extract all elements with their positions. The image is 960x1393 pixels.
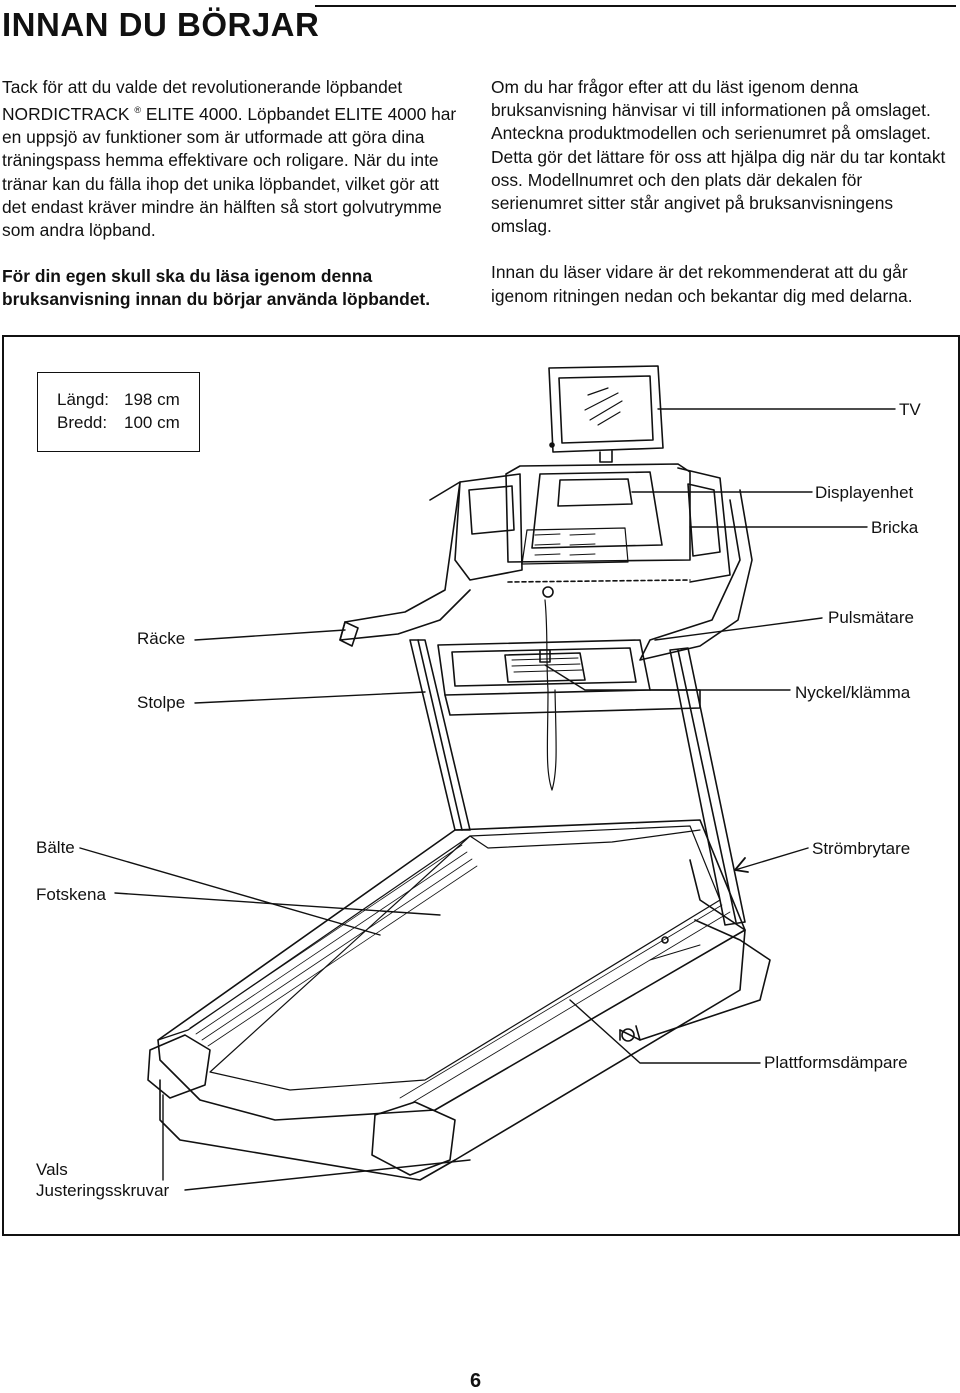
heading-rule xyxy=(315,5,956,7)
width-row: Bredd: 100 cm xyxy=(57,413,180,433)
label-tray: Bricka xyxy=(871,518,919,537)
intro-paragraph: Tack för att du valde det revolutioneran… xyxy=(2,76,467,242)
label-pulse: Pulsmätare xyxy=(828,608,914,627)
length-value: 198 cm xyxy=(124,390,180,409)
tv-drawing xyxy=(548,365,664,463)
label-upright: Stolpe xyxy=(137,693,186,712)
label-platform-damper: Plattformsdämpare xyxy=(764,1053,908,1072)
console-drawing xyxy=(454,463,731,583)
questions-paragraph: Om du har frågor efter att du läst igeno… xyxy=(491,77,946,237)
safety-key-cord xyxy=(544,599,557,791)
treadmill-figure-frame xyxy=(2,335,960,1236)
safety-notice: För din egen skull ska du läsa igenom de… xyxy=(2,266,431,310)
width-value: 100 cm xyxy=(124,413,180,432)
deck-drawing xyxy=(147,819,771,1181)
label-handrail: Räcke xyxy=(137,629,186,648)
page-number: 6 xyxy=(470,1370,482,1392)
intro-column-right: Om du har frågor efter att du läst igeno… xyxy=(491,76,957,331)
intro-text-rest: ELITE 4000. Löpbandet ELITE 4000 har en … xyxy=(2,104,457,241)
label-foot-rail: Fotskena xyxy=(36,885,106,904)
page-heading: INNAN DU BÖRJAR xyxy=(2,6,320,43)
label-display: Displayenhet xyxy=(815,483,914,502)
leader-lines xyxy=(79,408,896,1191)
label-power-switch: Strömbrytare xyxy=(812,839,911,858)
tray-drawing xyxy=(437,639,701,716)
intro-column-left: Tack för att du valde det revolutioneran… xyxy=(2,76,467,335)
length-row: Längd: 198 cm xyxy=(57,390,180,410)
dimensions-box: Längd: 198 cm Bredd: 100 cm xyxy=(37,372,200,452)
label-tv: TV xyxy=(899,400,921,419)
diagram-intro-paragraph: Innan du läser vidare är det rekommender… xyxy=(491,262,913,306)
label-key-clip: Nyckel/klämma xyxy=(795,683,911,702)
label-belt: Bälte xyxy=(36,838,75,857)
registered-mark: ® xyxy=(134,105,142,116)
width-label: Bredd: xyxy=(57,413,108,432)
label-adjustment-screws: Justeringsskruvar xyxy=(36,1181,170,1200)
label-roller: Vals xyxy=(36,1160,68,1179)
key-clip-drawing xyxy=(542,586,554,598)
handrails-drawing xyxy=(339,481,753,661)
length-label: Längd: xyxy=(57,390,109,409)
intro-text-start: Tack för att du valde det revolutioneran… xyxy=(2,77,403,124)
